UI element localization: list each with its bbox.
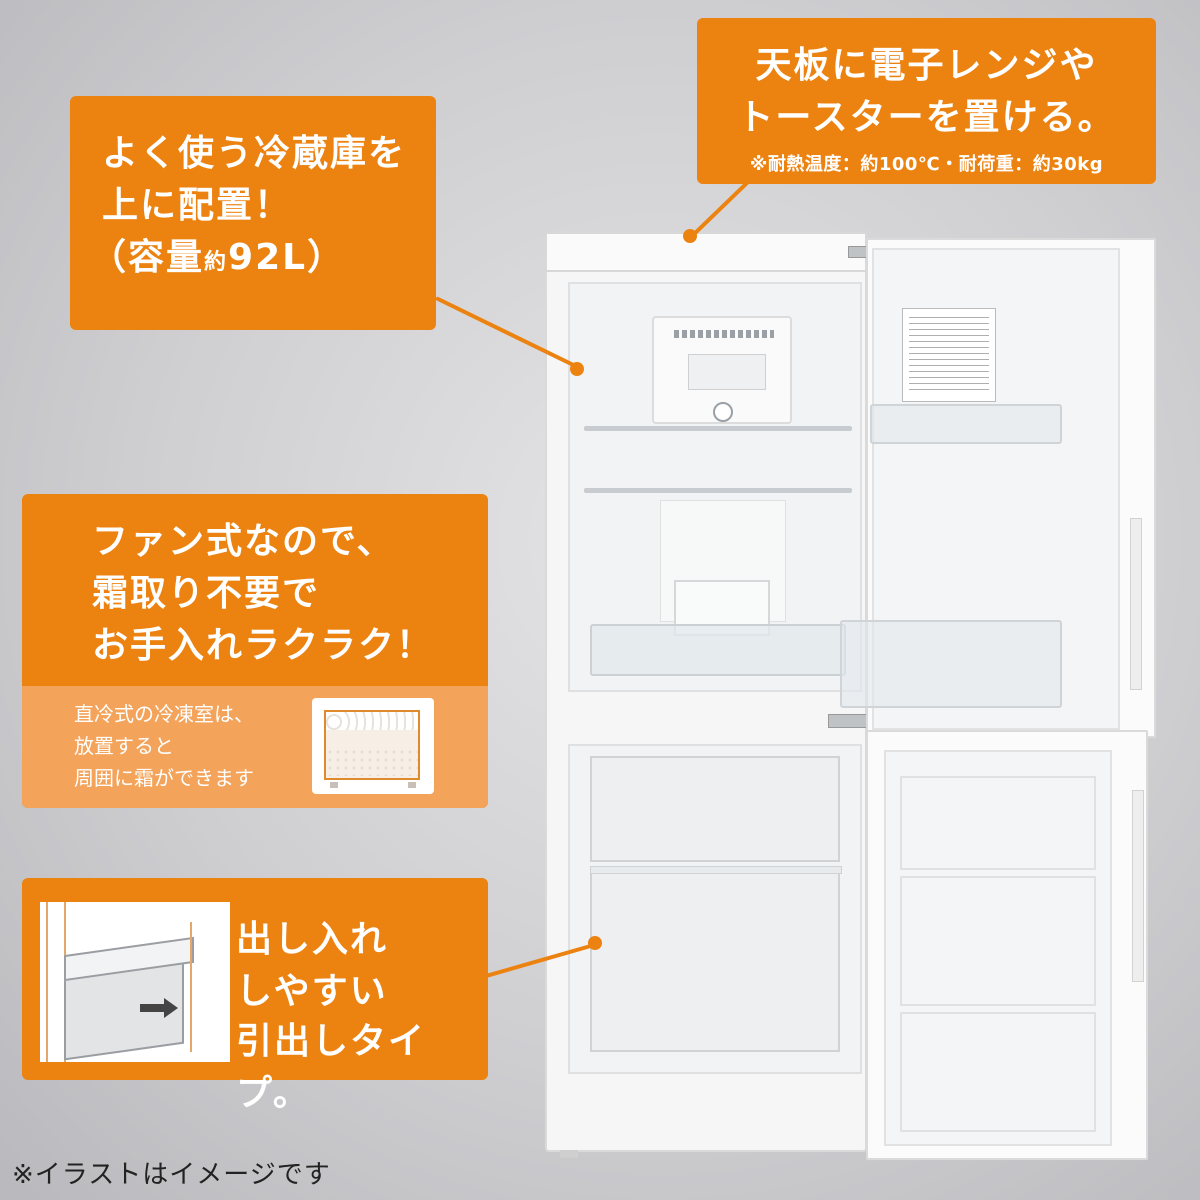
temperature-dial-icon bbox=[713, 402, 733, 422]
freezer-door-panel-3 bbox=[900, 1012, 1096, 1132]
foot-left bbox=[560, 1150, 578, 1158]
callout-fan-line2: 霜取り不要で bbox=[92, 573, 321, 614]
freezer-door-panel-1 bbox=[900, 776, 1096, 870]
callout-fridge-line2: 上に配置！ bbox=[102, 185, 293, 226]
warning-label bbox=[902, 308, 996, 402]
display-panel bbox=[688, 354, 766, 390]
illustration-disclaimer: ※イラストはイメージです bbox=[12, 1160, 331, 1190]
drawer-illustration-icon bbox=[40, 902, 230, 1062]
callout-fan-type: ファン式なので、 霜取り不要で お手入れラクラク！ 直冷式の冷凍室は、 放置する… bbox=[22, 494, 488, 808]
freezer-door-side-handle bbox=[1132, 790, 1144, 982]
frost-illustration-icon bbox=[312, 698, 434, 794]
top-panel bbox=[545, 232, 867, 272]
callout-drawer-line1: 出し入れ bbox=[236, 919, 389, 960]
freezer-drawer-handle bbox=[590, 866, 842, 874]
callout-top-line2: トースターを置ける。 bbox=[737, 97, 1116, 138]
connector-dot-top bbox=[683, 229, 697, 243]
callout-top-note: ※耐熱温度：約100℃・耐荷重：約30kg bbox=[749, 154, 1104, 175]
callout-top-panel: 天板に電子レンジや トースターを置ける。 ※耐熱温度：約100℃・耐荷重：約30… bbox=[697, 18, 1156, 184]
capacity-value: 92L） bbox=[228, 237, 346, 278]
callout-drawer-type: 出し入れ しやすい 引出しタイプ。 bbox=[22, 878, 488, 1114]
freezer-drawer-upper bbox=[590, 756, 840, 862]
capacity-open: （容量 bbox=[90, 237, 205, 278]
callout-fan-sub2: 放置すると bbox=[74, 734, 174, 758]
capacity-approx: 約 bbox=[204, 250, 229, 275]
callout-top-line1: 天板に電子レンジや bbox=[755, 45, 1098, 86]
connector-dot-drawer bbox=[588, 936, 602, 950]
callout-drawer-line2: しやすい bbox=[236, 971, 388, 1012]
callout-fan-sub3: 周囲に霜ができます bbox=[74, 766, 254, 790]
chiller-tray bbox=[590, 624, 846, 676]
callout-fan-line3: お手入れラクラク！ bbox=[92, 625, 435, 666]
glass-shelf-upper bbox=[584, 426, 852, 431]
door-pocket-upper bbox=[870, 404, 1062, 444]
door-side-handle bbox=[1130, 518, 1142, 690]
freezer-door-liner bbox=[884, 750, 1112, 1146]
freezer-door-panel-2 bbox=[900, 876, 1096, 1006]
callout-drawer-line3: 引出しタイプ。 bbox=[236, 1021, 427, 1114]
callout-fan-line1: ファン式なので、 bbox=[92, 521, 395, 562]
callout-fridge-capacity: よく使う冷蔵庫を 上に配置！ （容量約92L） bbox=[70, 96, 436, 330]
callout-fan-sub1: 直冷式の冷凍室は、 bbox=[74, 702, 254, 726]
freezer-drawer-lower bbox=[590, 872, 840, 1052]
connector-dot-fridge bbox=[570, 362, 584, 376]
door-pocket-lower bbox=[840, 620, 1062, 708]
callout-fridge-line1: よく使う冷蔵庫を bbox=[102, 133, 407, 174]
callout-fridge-capacity-line: （容量約92L） bbox=[90, 232, 436, 289]
callout-fan-sub-panel: 直冷式の冷凍室は、 放置すると 周囲に霜ができます bbox=[22, 686, 488, 808]
glass-shelf-lower bbox=[584, 488, 852, 493]
vent-slots bbox=[674, 330, 774, 338]
